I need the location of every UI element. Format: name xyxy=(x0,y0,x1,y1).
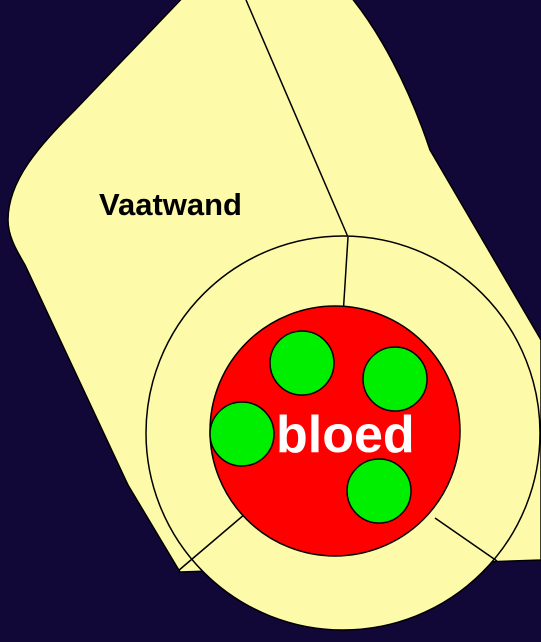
blood-cell xyxy=(209,401,275,467)
wall-divider-top xyxy=(342,236,349,317)
vessel-wall-label: Vaatwand xyxy=(99,187,242,222)
blood-cell xyxy=(346,458,412,524)
blood-cell xyxy=(362,346,428,412)
vessel-seam-line xyxy=(245,0,349,238)
blood-cell xyxy=(269,330,335,396)
blood-label: bloed xyxy=(276,406,415,464)
wall-divider-right xyxy=(434,517,498,562)
wall-divider-left xyxy=(177,507,253,572)
